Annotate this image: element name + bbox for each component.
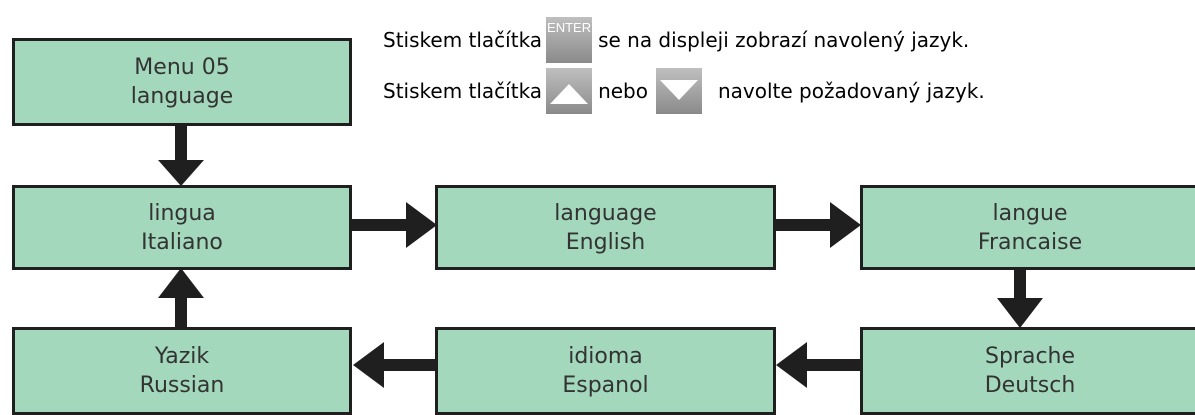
francaise-box: langue Francaise	[860, 185, 1195, 270]
box-line-1: idioma	[568, 344, 643, 369]
arrow-down-icon	[655, 68, 702, 114]
arrow-up-icon	[546, 68, 593, 114]
espanol-box: idioma Espanol	[435, 327, 776, 415]
box-line-2: Espanol	[562, 373, 649, 398]
arrow-espanol-to-russian	[353, 342, 438, 388]
enter-key-icon: ENTER	[546, 17, 593, 63]
instruction-text: Stiskem tlačítka	[383, 28, 543, 52]
box-line-1: Menu 05	[134, 55, 230, 80]
instruction-arrows: Stiskem tlačítka nebo navolte požadovaný…	[383, 66, 985, 116]
english-box: language English	[435, 185, 776, 270]
box-line-2: Deutsch	[984, 373, 1076, 398]
arrow-italiano-to-english	[352, 202, 437, 248]
arrow-francaise-to-deutsch	[997, 268, 1043, 328]
arrow-menu-to-italiano	[158, 124, 204, 186]
box-line-2: English	[565, 229, 646, 255]
instruction-text: Stiskem tlačítka	[383, 79, 543, 103]
box-line-1: langue	[992, 200, 1068, 226]
arrow-russian-to-italiano	[158, 268, 204, 330]
box-line-1: lingua	[148, 200, 216, 226]
instruction-enter: Stiskem tlačítka ENTER se na displeji zo…	[383, 15, 969, 65]
arrow-english-to-francaise	[776, 202, 861, 248]
instruction-text: se na displeji zobrazí navolený jazyk.	[598, 28, 970, 52]
box-line-2: Italiano	[141, 229, 223, 255]
arrow-deutsch-to-espanol	[776, 342, 863, 388]
instruction-text: navolte požadovaný jazyk.	[717, 79, 985, 103]
box-line-1: language	[554, 200, 657, 226]
italiano-box: lingua Italiano	[12, 185, 352, 270]
instruction-text: nebo	[598, 79, 648, 103]
russian-box: Yazik Russian	[12, 327, 352, 415]
box-line-1: Sprache	[984, 344, 1076, 369]
box-line-2: language	[130, 84, 234, 109]
menu-05-box: Menu 05 language	[12, 38, 352, 126]
box-line-2: Francaise	[977, 229, 1083, 255]
deutsch-box: Sprache Deutsch	[860, 327, 1195, 415]
box-line-2: Russian	[139, 373, 225, 398]
box-line-1: Yazik	[154, 344, 210, 369]
